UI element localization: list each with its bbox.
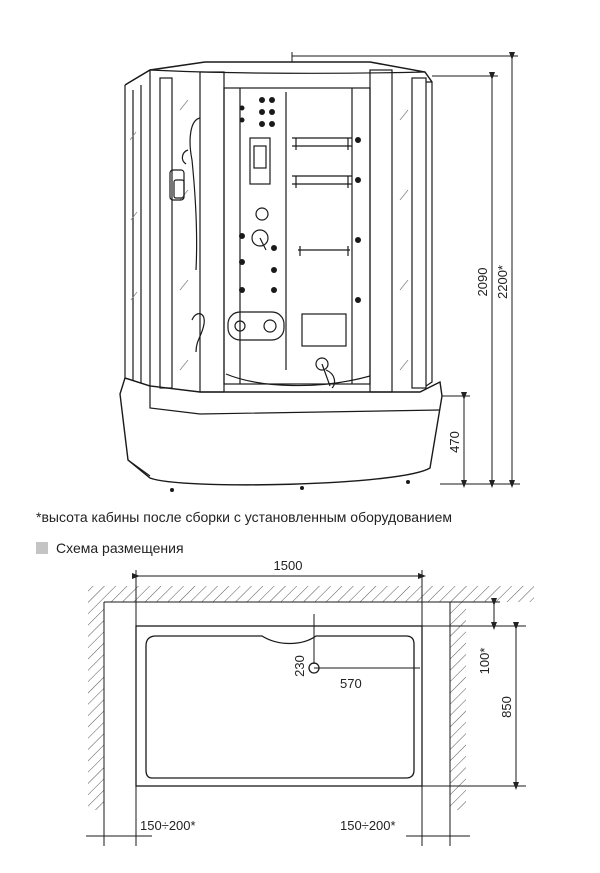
dim-plan-width: 1500 (274, 558, 303, 573)
dim-drain-x: 570 (340, 676, 362, 691)
dim-side-gap-right: 150÷200* (340, 818, 396, 833)
dim-plan-depth: 850 (499, 696, 514, 718)
elevation-dimensions (291, 52, 520, 488)
dim-tray-height: 470 (447, 431, 462, 453)
dim-total-height: 2200* (495, 265, 510, 299)
plan-dimensions (86, 570, 526, 846)
dim-side-gap-left: 150÷200* (140, 818, 196, 833)
dim-wall-gap: 100* (477, 648, 492, 675)
legend-square-icon (36, 542, 48, 554)
plan-tray (135, 625, 423, 787)
dim-drain-y: 230 (292, 655, 307, 677)
plan-walls (88, 586, 534, 810)
section-title-label: Схема размещения (56, 540, 184, 556)
dim-cabin-height: 2090 (475, 268, 490, 297)
section-title: Схема размещения (36, 540, 184, 556)
footnote: *высота кабины после сборки с установлен… (36, 509, 453, 525)
shower-cabin-elevation (119, 61, 443, 492)
